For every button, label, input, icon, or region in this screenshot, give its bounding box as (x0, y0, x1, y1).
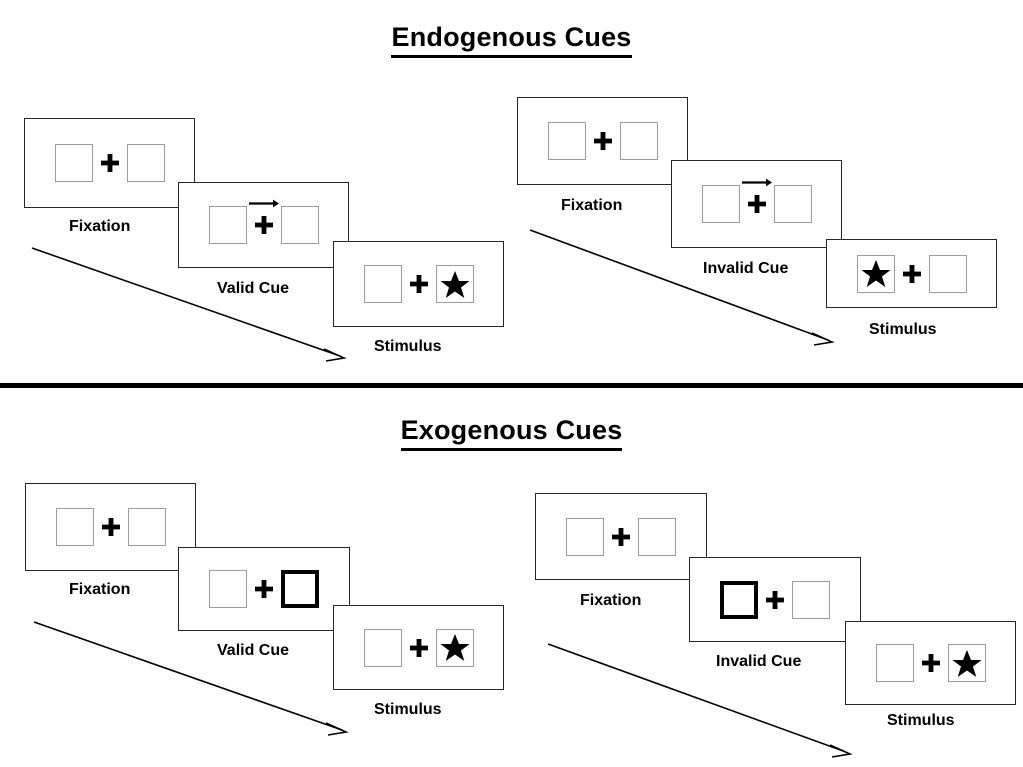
placeholder-box-right-cued (281, 570, 319, 608)
panel-endogenous-valid-fixation[interactable] (24, 118, 195, 208)
panel-endogenous-valid-stimulus[interactable] (333, 241, 504, 327)
placeholder-box-right (127, 508, 166, 546)
fixation-cross-icon (895, 264, 929, 284)
caption-endogenous-valid-fixation: Fixation (69, 218, 131, 235)
panel-endogenous-invalid-stimulus[interactable] (826, 239, 997, 308)
frame-content (701, 178, 812, 223)
frame-content (566, 517, 676, 556)
section-title-endogenous: Endogenous Cues (0, 22, 1023, 58)
placeholder-box-left (363, 265, 402, 303)
caption-endogenous-valid-cue: Valid Cue (217, 280, 290, 297)
fixation-cross-icon (247, 199, 281, 235)
frame-content (720, 580, 830, 619)
panel-exogenous-invalid-stimulus[interactable] (845, 621, 1016, 705)
section-title-exogenous-text: Exogenous Cues (400, 415, 623, 451)
caption-endogenous-invalid-stimulus: Stimulus (869, 321, 937, 338)
caption-exogenous-valid-fixation: Fixation (69, 581, 131, 598)
arrow-right-icon (248, 198, 280, 209)
placeholder-box-right (947, 644, 986, 682)
placeholder-box-left (208, 206, 247, 244)
placeholder-box-right (280, 206, 319, 244)
placeholder-box-right (792, 580, 830, 619)
caption-exogenous-valid-cue: Valid Cue (217, 642, 290, 659)
panel-exogenous-valid-cue[interactable] (178, 547, 350, 631)
fixation-cross-icon (914, 653, 948, 673)
placeholder-box-right (928, 254, 967, 293)
frame-content (363, 265, 474, 303)
placeholder-box-right (638, 517, 676, 556)
flow-arrow-endogenous-valid (30, 246, 350, 364)
fixation-cross-icon (402, 274, 436, 294)
panel-endogenous-invalid-cue[interactable] (671, 160, 842, 248)
fixation-cross-icon (94, 517, 128, 537)
frame-content (55, 508, 166, 546)
panel-exogenous-invalid-fixation[interactable] (535, 493, 707, 580)
caption-exogenous-invalid-fixation: Fixation (580, 592, 642, 609)
caption-endogenous-invalid-cue: Invalid Cue (703, 260, 789, 277)
arrow-right-icon (741, 177, 773, 188)
star-icon (952, 649, 982, 678)
frame-content (875, 644, 986, 682)
placeholder-box-left-cued (720, 580, 758, 619)
fixation-cross-icon (402, 638, 436, 658)
placeholder-box-left (363, 628, 402, 667)
caption-endogenous-invalid-fixation: Fixation (561, 197, 623, 214)
placeholder-box-left (701, 185, 740, 223)
fixation-cross-icon (586, 131, 620, 151)
frame-content (547, 122, 658, 160)
placeholder-box-left (54, 144, 93, 182)
placeholder-box-right (773, 185, 812, 223)
placeholder-box-right (435, 265, 474, 303)
placeholder-box-right (126, 144, 165, 182)
caption-exogenous-valid-stimulus: Stimulus (374, 701, 442, 718)
placeholder-box-left (856, 254, 895, 293)
star-icon (440, 270, 470, 299)
placeholder-box-right (619, 122, 658, 160)
fixation-cross-icon (758, 590, 792, 610)
frame-content (54, 144, 165, 182)
flow-arrow-endogenous-invalid (528, 228, 838, 348)
placeholder-box-right (435, 628, 474, 667)
caption-endogenous-valid-stimulus: Stimulus (374, 338, 442, 355)
placeholder-box-left (55, 508, 94, 546)
frame-content (209, 570, 319, 608)
fixation-cross-icon (247, 579, 281, 599)
placeholder-box-left (875, 644, 914, 682)
panel-endogenous-valid-cue[interactable] (178, 182, 349, 268)
panel-exogenous-valid-fixation[interactable] (25, 483, 196, 571)
caption-exogenous-invalid-cue: Invalid Cue (716, 653, 802, 670)
star-icon (861, 259, 891, 288)
frame-content (208, 199, 319, 244)
placeholder-box-left (547, 122, 586, 160)
fixation-cross-icon (604, 527, 638, 547)
panel-exogenous-invalid-cue[interactable] (689, 557, 861, 642)
placeholder-box-left (566, 517, 604, 556)
star-icon (440, 633, 470, 662)
panel-endogenous-invalid-fixation[interactable] (517, 97, 688, 185)
flow-arrow-exogenous-invalid (546, 642, 856, 760)
panel-exogenous-valid-stimulus[interactable] (333, 605, 504, 690)
section-divider (0, 383, 1023, 388)
caption-exogenous-invalid-stimulus: Stimulus (887, 712, 955, 729)
placeholder-box-left (209, 570, 247, 608)
fixation-cross-icon (740, 178, 774, 214)
frame-content (856, 254, 967, 293)
fixation-cross-icon (93, 153, 127, 173)
section-title-exogenous: Exogenous Cues (0, 415, 1023, 451)
frame-content (363, 628, 474, 667)
flow-arrow-exogenous-valid (32, 620, 352, 738)
section-title-endogenous-text: Endogenous Cues (391, 22, 632, 58)
